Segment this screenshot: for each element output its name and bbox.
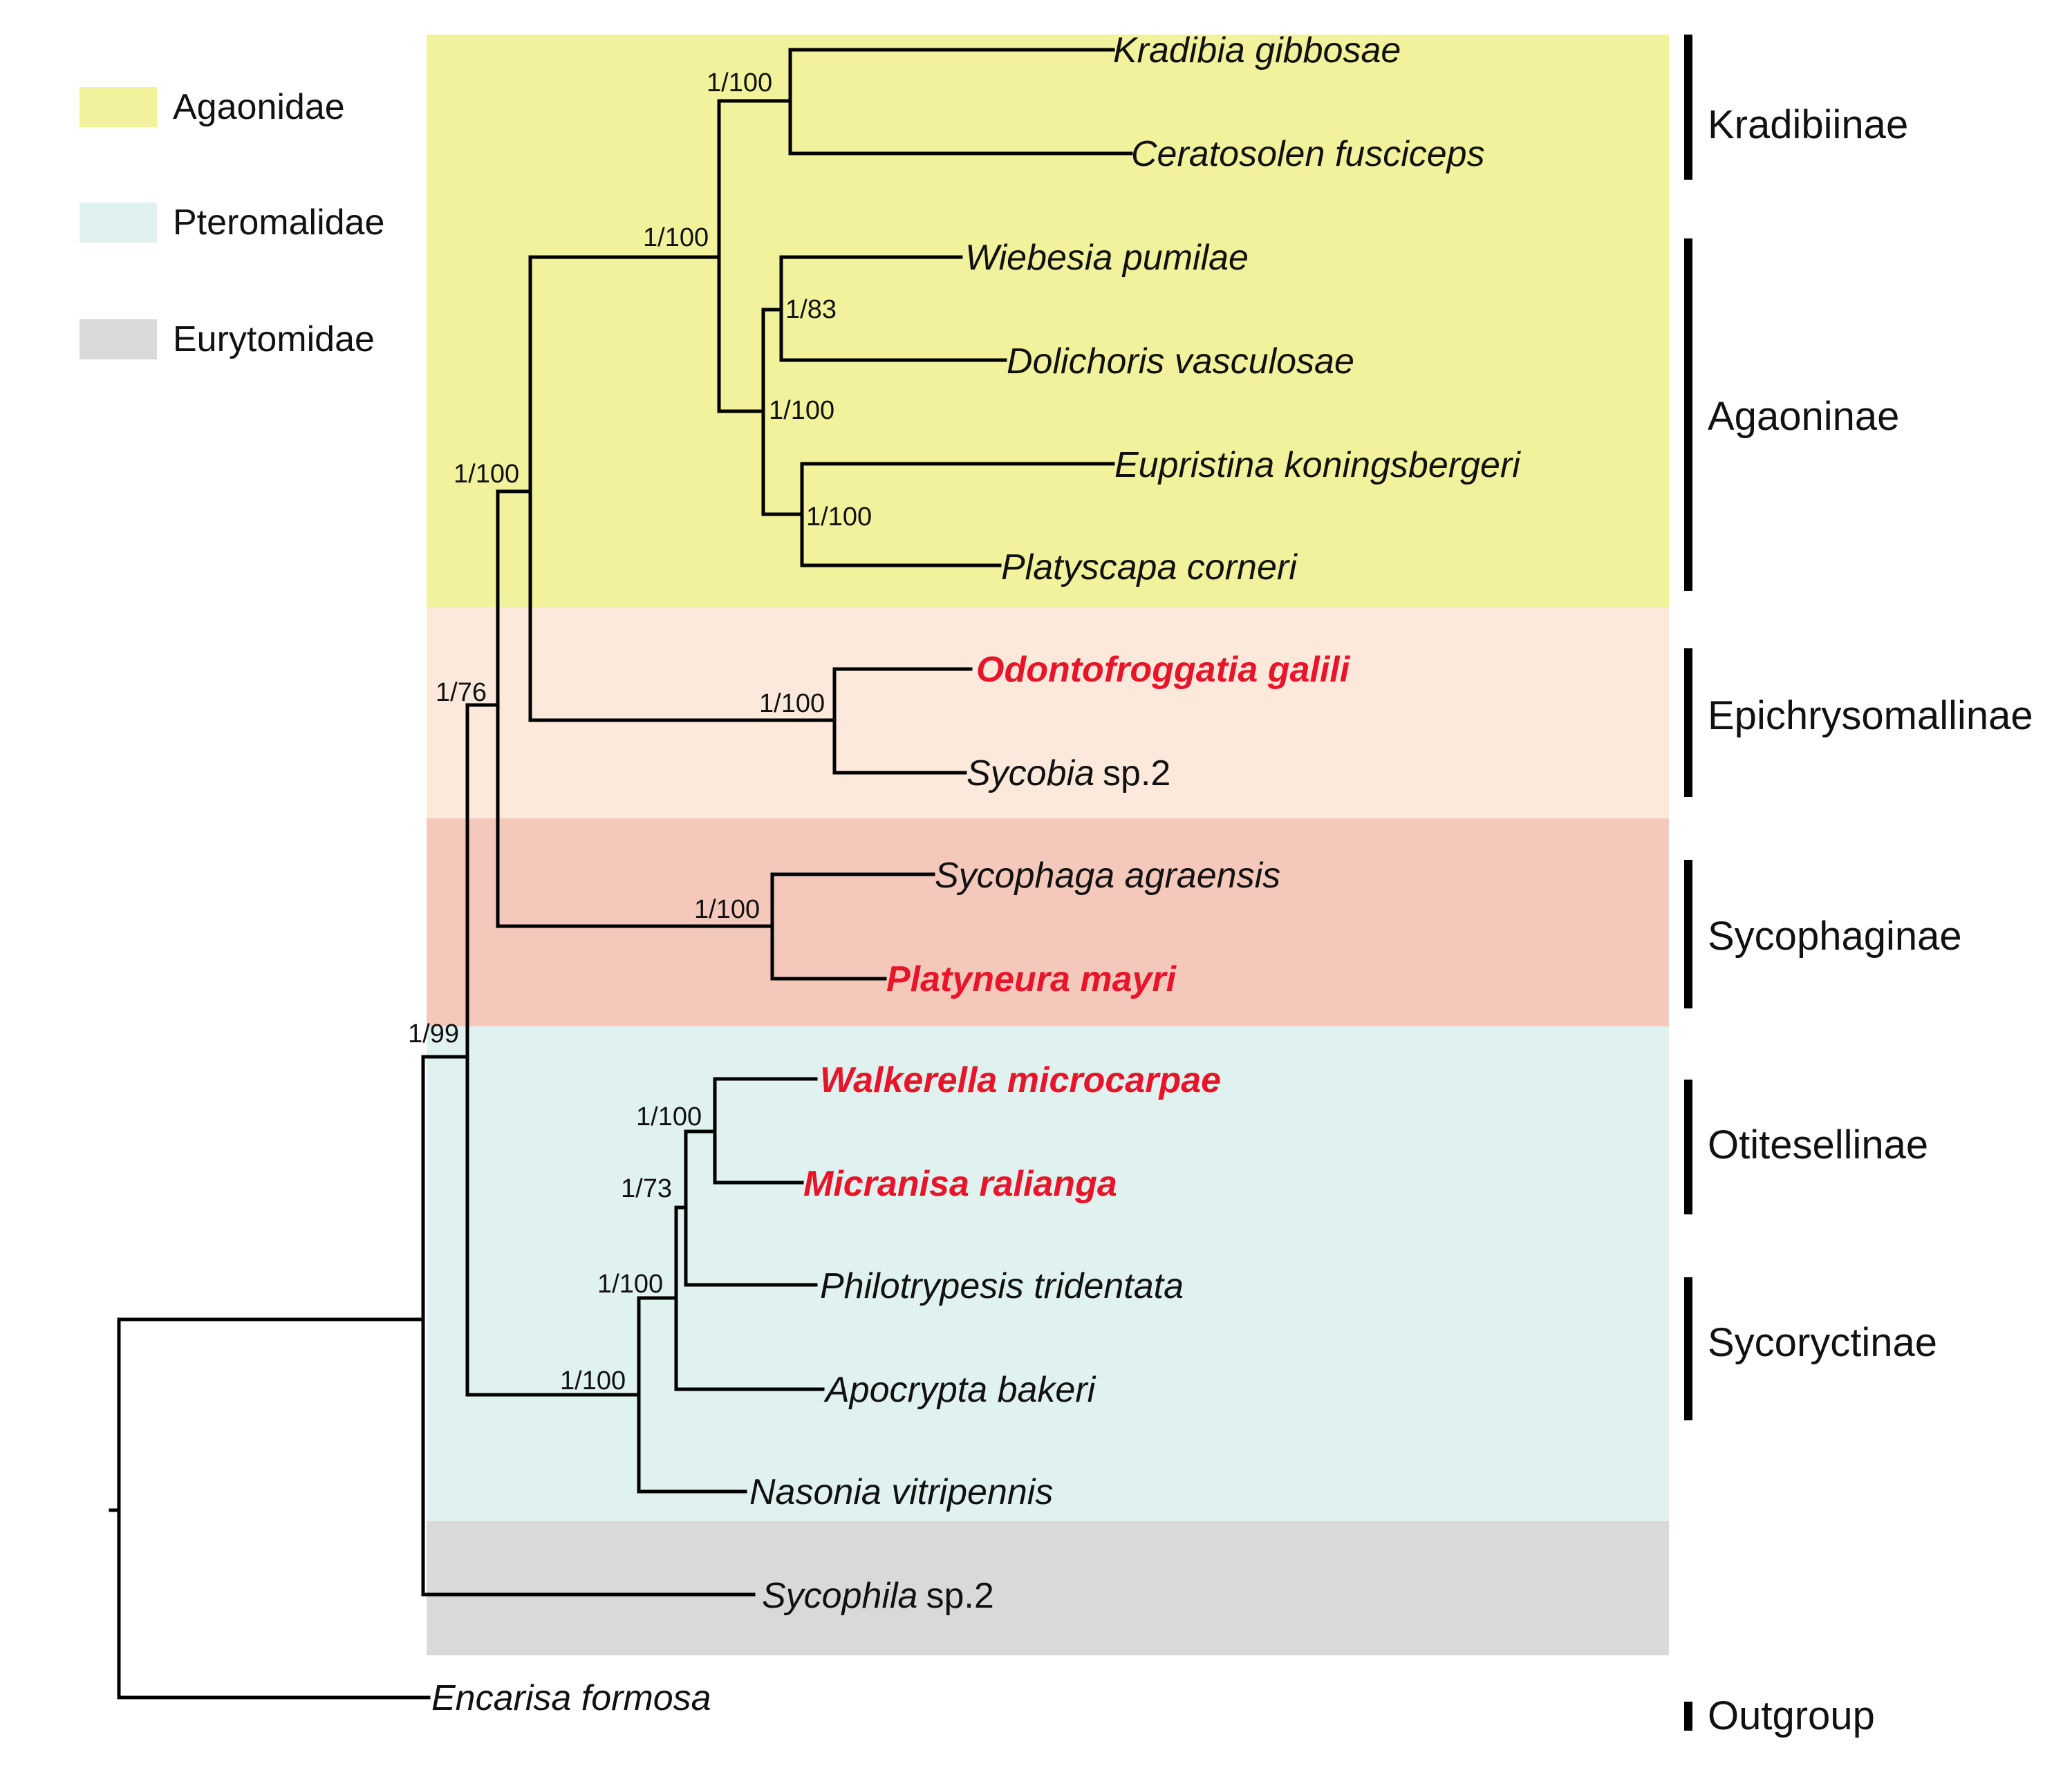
branch-otitesellinae-philotrypesis <box>684 1129 818 1287</box>
support-value: 1/76 <box>436 678 487 707</box>
group-label-agaoninae: Agaoninae <box>1708 394 1899 439</box>
group-bracket-otitesellinae <box>1684 1080 1692 1214</box>
group-brackets: Kradibiinae Agaoninae Epichrysomallinae … <box>1684 35 2033 1738</box>
group-bracket-sycophaginae <box>1684 860 1692 1008</box>
group-label-epichrysomallinae: Epichrysomallinae <box>1708 693 2033 738</box>
legend-swatch-pteromalidae <box>80 203 157 243</box>
branch-ingroup <box>421 1055 756 1597</box>
taxon-label: Platyscapa corneri <box>1001 547 1298 587</box>
support-value: 1/100 <box>707 68 772 97</box>
taxon-label: Philotrypesis tridentata <box>820 1266 1184 1306</box>
group-bracket-agaoninae <box>1684 238 1692 591</box>
taxon-label: Dolichoris vasculosae <box>1007 341 1354 382</box>
taxon-label: Wiebesia pumilae <box>965 238 1249 278</box>
taxon-label: Walkerella microcarpae <box>820 1060 1221 1100</box>
support-value: 1/100 <box>560 1366 626 1395</box>
legend: Agaonidae Pteromalidae Eurytomidae <box>80 87 384 359</box>
branch-agaonidae <box>717 99 792 413</box>
support-value: 1/100 <box>759 689 825 718</box>
group-bracket-epichrysomallinae <box>1684 648 1692 797</box>
support-value: 1/100 <box>769 396 834 425</box>
legend-swatch-agaonidae <box>80 87 157 127</box>
support-value: 1/100 <box>694 895 760 924</box>
legend-label-agaonidae: Agaonidae <box>173 87 345 127</box>
branch-figwasp-clade <box>465 703 641 1397</box>
legend-label-pteromalidae: Pteromalidae <box>173 203 384 243</box>
legend-swatch-eurytomidae <box>80 319 157 359</box>
branch-kradibiinae <box>788 48 1133 156</box>
agaonidae-band <box>427 35 1669 608</box>
group-bracket-kradibiinae <box>1684 35 1692 180</box>
background-bands <box>427 35 1669 1655</box>
support-value: 1/100 <box>806 502 872 532</box>
branch-otitesellinae <box>713 1077 818 1185</box>
group-label-sycophaginae: Sycophaginae <box>1708 914 1962 959</box>
branch-epichrysomallinae <box>832 667 973 775</box>
group-label-otitesellinae: Otitesellinae <box>1708 1122 1928 1167</box>
group-label-kradibiinae: Kradibiinae <box>1708 102 1908 147</box>
pteromalidae-band <box>427 1026 1669 1521</box>
taxon-label: Nasonia vitripennis <box>749 1472 1053 1512</box>
branch-agao-syco <box>496 489 774 928</box>
support-value: 1/100 <box>454 460 519 489</box>
taxon-label: Kradibia gibbosae <box>1113 30 1401 70</box>
group-bracket-sycoryctinae <box>1684 1277 1692 1420</box>
support-value: 1/73 <box>621 1174 672 1203</box>
taxon-label: Platyneura mayri <box>886 959 1177 999</box>
branch-agao-epi <box>528 255 837 722</box>
group-label-sycoryctinae: Sycoryctinae <box>1708 1320 1937 1365</box>
epichrysomallinae-band <box>427 608 1669 818</box>
support-value: 1/100 <box>643 223 709 252</box>
tree-branches <box>109 48 1133 1700</box>
branch-wiebesia-dolichoris <box>779 255 1007 362</box>
branch-agaoninae <box>761 308 804 516</box>
taxon-label: Apocrypta bakeri <box>823 1370 1096 1410</box>
group-label-outgroup: Outgroup <box>1708 1693 1875 1738</box>
taxon-label: Sycophaga agraensis <box>935 856 1280 896</box>
support-value: 1/100 <box>636 1102 702 1131</box>
legend-label-eurytomidae: Eurytomidae <box>173 319 375 359</box>
branch-eupristina-platyscapa <box>800 462 1115 567</box>
branch-root <box>109 1317 431 1700</box>
group-bracket-outgroup <box>1684 1702 1692 1731</box>
eurytomidae-band <box>427 1521 1669 1655</box>
taxon-label: Encarisa formosa <box>431 1678 711 1718</box>
taxon-label: Odontofroggatia galili <box>976 650 1351 690</box>
taxon-label: Eupristina koningsbergeri <box>1114 445 1521 485</box>
branch-sycophaginae <box>770 872 935 981</box>
support-value: 1/83 <box>785 295 837 324</box>
support-value: 1/100 <box>597 1270 663 1299</box>
branch-pteromalidae <box>637 1296 747 1494</box>
taxon-labels: Kradibia gibbosae Ceratosolen fusciceps … <box>431 30 1521 1718</box>
support-value: 1/99 <box>408 1019 459 1048</box>
support-values: 1/100 1/100 1/83 1/100 1/100 1/100 1/100… <box>408 68 872 1395</box>
taxon-label: Ceratosolen fusciceps <box>1131 134 1485 174</box>
taxon-label: Micranisa ralianga <box>803 1164 1117 1204</box>
sycophaginae-band <box>427 818 1669 1026</box>
